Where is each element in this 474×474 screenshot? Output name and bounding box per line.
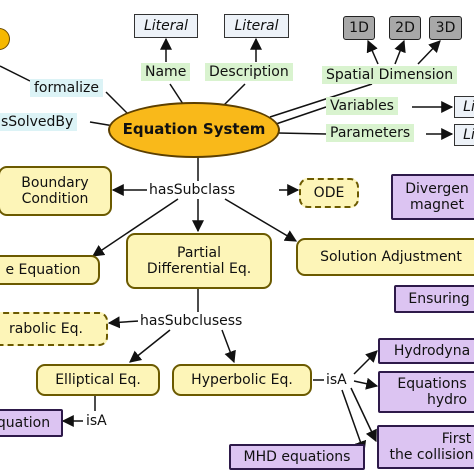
mhd-equations-node[interactable]: MHD equations [229,444,365,470]
edge-es-parameters [277,132,327,135]
equation-system-node[interactable]: Equation System [108,102,280,158]
dimension-3d-node[interactable]: 3D [429,16,462,40]
literal-description-node[interactable]: Literal [224,14,289,38]
first-collision-text-1: First [441,430,472,447]
parabolic-text: rabolic Eq. [9,320,83,337]
boundary-condition-node[interactable]: Boundary Condition [0,166,112,216]
dimension-1d-node[interactable]: 1D [343,16,375,40]
literal-description-text: Literal [234,17,279,34]
parameters-label: Parameters [326,124,415,142]
dimension-2d-text: 2D [395,19,415,36]
is-a-left-label: isA [84,413,109,429]
dimension-3d-text: 3D [435,19,456,36]
is-solved-by-label: sSolvedBy [0,113,78,131]
boundary-condition-text-1: Boundary [21,174,89,191]
partial-differential-text-2: Differential Eq. [146,261,252,277]
partial-differential-text-1: Partial [177,244,221,261]
edge-isa-first [350,387,377,443]
dimension-2d-node[interactable]: 2D [389,16,421,40]
literal-variables-node[interactable]: Li [454,96,474,118]
formalize-label: formalize [30,79,103,97]
variables-label: Variables [326,97,398,115]
edge-es-spatial [269,83,373,118]
equation-left-text: quation [0,414,51,431]
e-equation-text: e Equation [5,261,81,278]
edge-hub2-parabolic [107,316,140,329]
literal-parameters-node[interactable]: Li [454,124,474,146]
is-a-right-label: isA [324,372,349,388]
partial-differential-node[interactable]: Partial Differential Eq. [126,233,272,289]
equation-system-text: Equation System [122,120,266,139]
name-label: Name [141,63,191,81]
edge-hub-e-equation [92,198,179,257]
edge-spatial-2d [394,39,406,65]
equations-hydro-text-2: hydro [426,392,468,408]
divergence-text-2: magnet [409,197,465,213]
edge-spatial-1d [366,39,379,65]
hyperbolic-node[interactable]: Hyperbolic Eq. [172,364,312,396]
boundary-condition-text-2: Condition [21,191,89,207]
first-collision-node[interactable]: First the collision [377,425,474,469]
hydrodyna-text: Hydrodyna [393,342,471,359]
solution-adjustment-text: Solution Adjustment [320,248,462,265]
mhd-equations-text: MHD equations [243,448,351,465]
hyperbolic-text: Hyperbolic Eq. [191,371,293,388]
equation-left-node[interactable]: quation [0,409,63,437]
equations-hydro-node[interactable]: Equations hydro [378,371,474,413]
literal-name-node[interactable]: Literal [134,14,198,38]
spatial-dimension-label: Spatial Dimension [322,66,458,84]
edge-hub2-elliptical [129,329,171,363]
equations-hydro-text-1: Equations [397,375,467,392]
literal-variables-text: Li [463,98,474,115]
has-subclusess-label: hasSubclusess [138,313,245,329]
edge-isa-equations [353,377,379,390]
parabolic-node[interactable]: rabolic Eq. [0,312,108,346]
literal-parameters-text: Li [463,126,474,143]
ensuring-node[interactable]: Ensuring [394,285,474,313]
edge-hub2-hyperbolic [221,329,236,364]
ensuring-text: Ensuring [408,290,470,307]
e-equation-node[interactable]: e Equation [0,255,100,285]
edge-hub-solution [224,198,298,242]
ode-text: ODE [313,184,345,201]
edge-isa-hydrodyna [353,350,378,375]
edge-spatial-3d [417,40,441,65]
literal-name-text: Literal [143,17,189,34]
edge-es-variables [275,106,327,125]
elliptical-node[interactable]: Elliptical Eq. [36,364,160,396]
description-label: Description [205,63,293,81]
first-collision-text-2: the collision [389,447,474,463]
dimension-1d-text: 1D [349,19,369,36]
divergence-node[interactable]: Divergen magnet [391,174,474,220]
ode-node[interactable]: ODE [299,178,359,208]
hydrodyna-node[interactable]: Hydrodyna [378,338,474,364]
elliptical-text: Elliptical Eq. [55,371,141,388]
solution-adjustment-node[interactable]: Solution Adjustment [296,238,474,276]
divergence-text-1: Divergen [405,180,469,197]
edge-formalize-left [0,65,31,82]
has-subclass-label: hasSubclass [147,182,238,198]
edge-isa-mhd [341,389,367,454]
